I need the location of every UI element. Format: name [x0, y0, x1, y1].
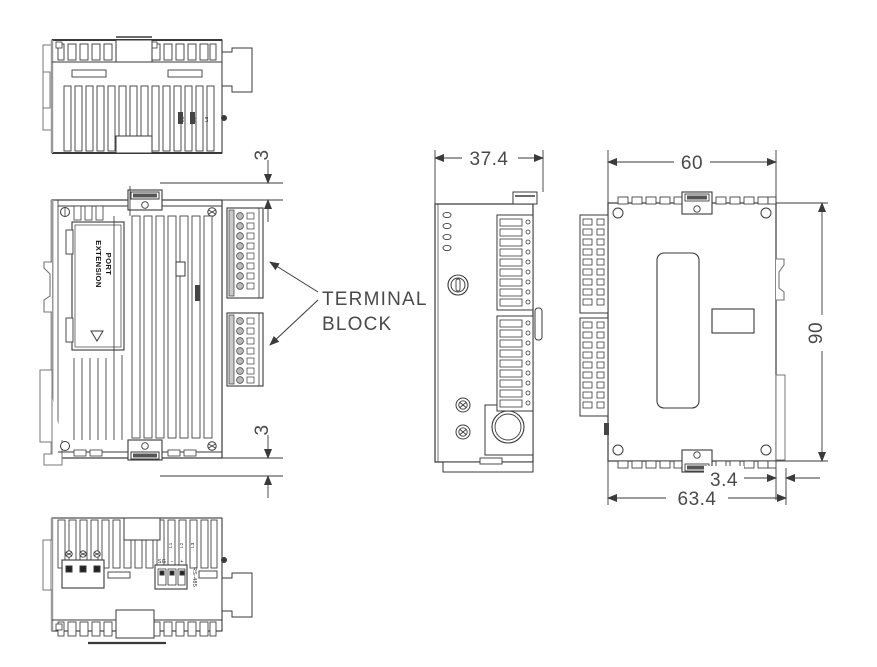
dimension-value-depth: 37.4: [470, 149, 509, 170]
dimension-value-height: 90: [806, 322, 827, 344]
extension-port-label-line1: EXTENSION: [94, 240, 103, 287]
dimension-value-overall-width: 63.4: [678, 489, 717, 510]
rs485-pin-plus: +: [180, 559, 183, 565]
dimension-height: 90: [776, 202, 833, 462]
terminal-block-note-line2: BLOCK: [322, 314, 392, 335]
dimension-value-width: 60: [681, 153, 703, 174]
front-view: EXTENSION PORT: [39, 186, 264, 466]
rs485-pin-minus: −: [170, 559, 173, 565]
heatsink-fins: [63, 85, 215, 152]
rs485-label: RS-485: [191, 567, 197, 587]
status-leds: [442, 211, 452, 252]
rear-connector-lower: [579, 317, 609, 417]
power-terminal[interactable]: [61, 550, 105, 589]
side-terminal-lower: [496, 315, 534, 412]
dimension-value-gap-bottom: 3: [252, 424, 273, 435]
extension-port-label-line2: PORT: [104, 253, 113, 276]
bottom-view-micro-labels: L1 L2 L3: [168, 542, 195, 548]
terminal-block-upper[interactable]: [226, 207, 264, 299]
terminal-block-note-line1: TERMINAL: [322, 289, 428, 310]
rear-view: [579, 191, 786, 473]
dimension-gap-bottom: 3: [160, 424, 283, 498]
micro-label-c: L3: [204, 116, 209, 122]
terminal-block-lower[interactable]: [226, 312, 264, 387]
bottom-micro-c: L3: [190, 542, 195, 548]
side-view: [434, 191, 543, 473]
bottom-micro-b: L2: [179, 542, 184, 548]
dimension-gap-top: 3: [160, 149, 283, 222]
dimension-depth: 37.4: [434, 146, 544, 204]
rotary-dial[interactable]: [447, 274, 469, 296]
dimension-width: 60: [607, 150, 777, 203]
bottom-micro-a: L1: [168, 542, 173, 548]
bottom-view: SG − + RS-485 L1 L2 L3: [42, 517, 253, 645]
front-fin-grooves: [73, 186, 131, 440]
terminal-block-callout: TERMINAL BLOCK: [269, 261, 428, 346]
triangle-icon: [90, 330, 104, 342]
round-connector: [484, 404, 534, 456]
mounting-screws: [455, 397, 471, 440]
dimension-overall-width: 63.4: [607, 461, 787, 510]
rs485-pin-sg: SG: [158, 559, 166, 565]
dimension-value-rail-offset: 3.4: [710, 470, 738, 491]
side-terminal-upper: [496, 214, 534, 311]
rs485-terminal[interactable]: SG − + RS-485: [154, 559, 197, 590]
top-view: L1 L2 L3: [42, 36, 253, 154]
extension-port-cover[interactable]: EXTENSION PORT: [65, 221, 125, 351]
rear-connector-upper: [579, 214, 609, 314]
dimension-value-gap-top: 3: [252, 149, 273, 160]
